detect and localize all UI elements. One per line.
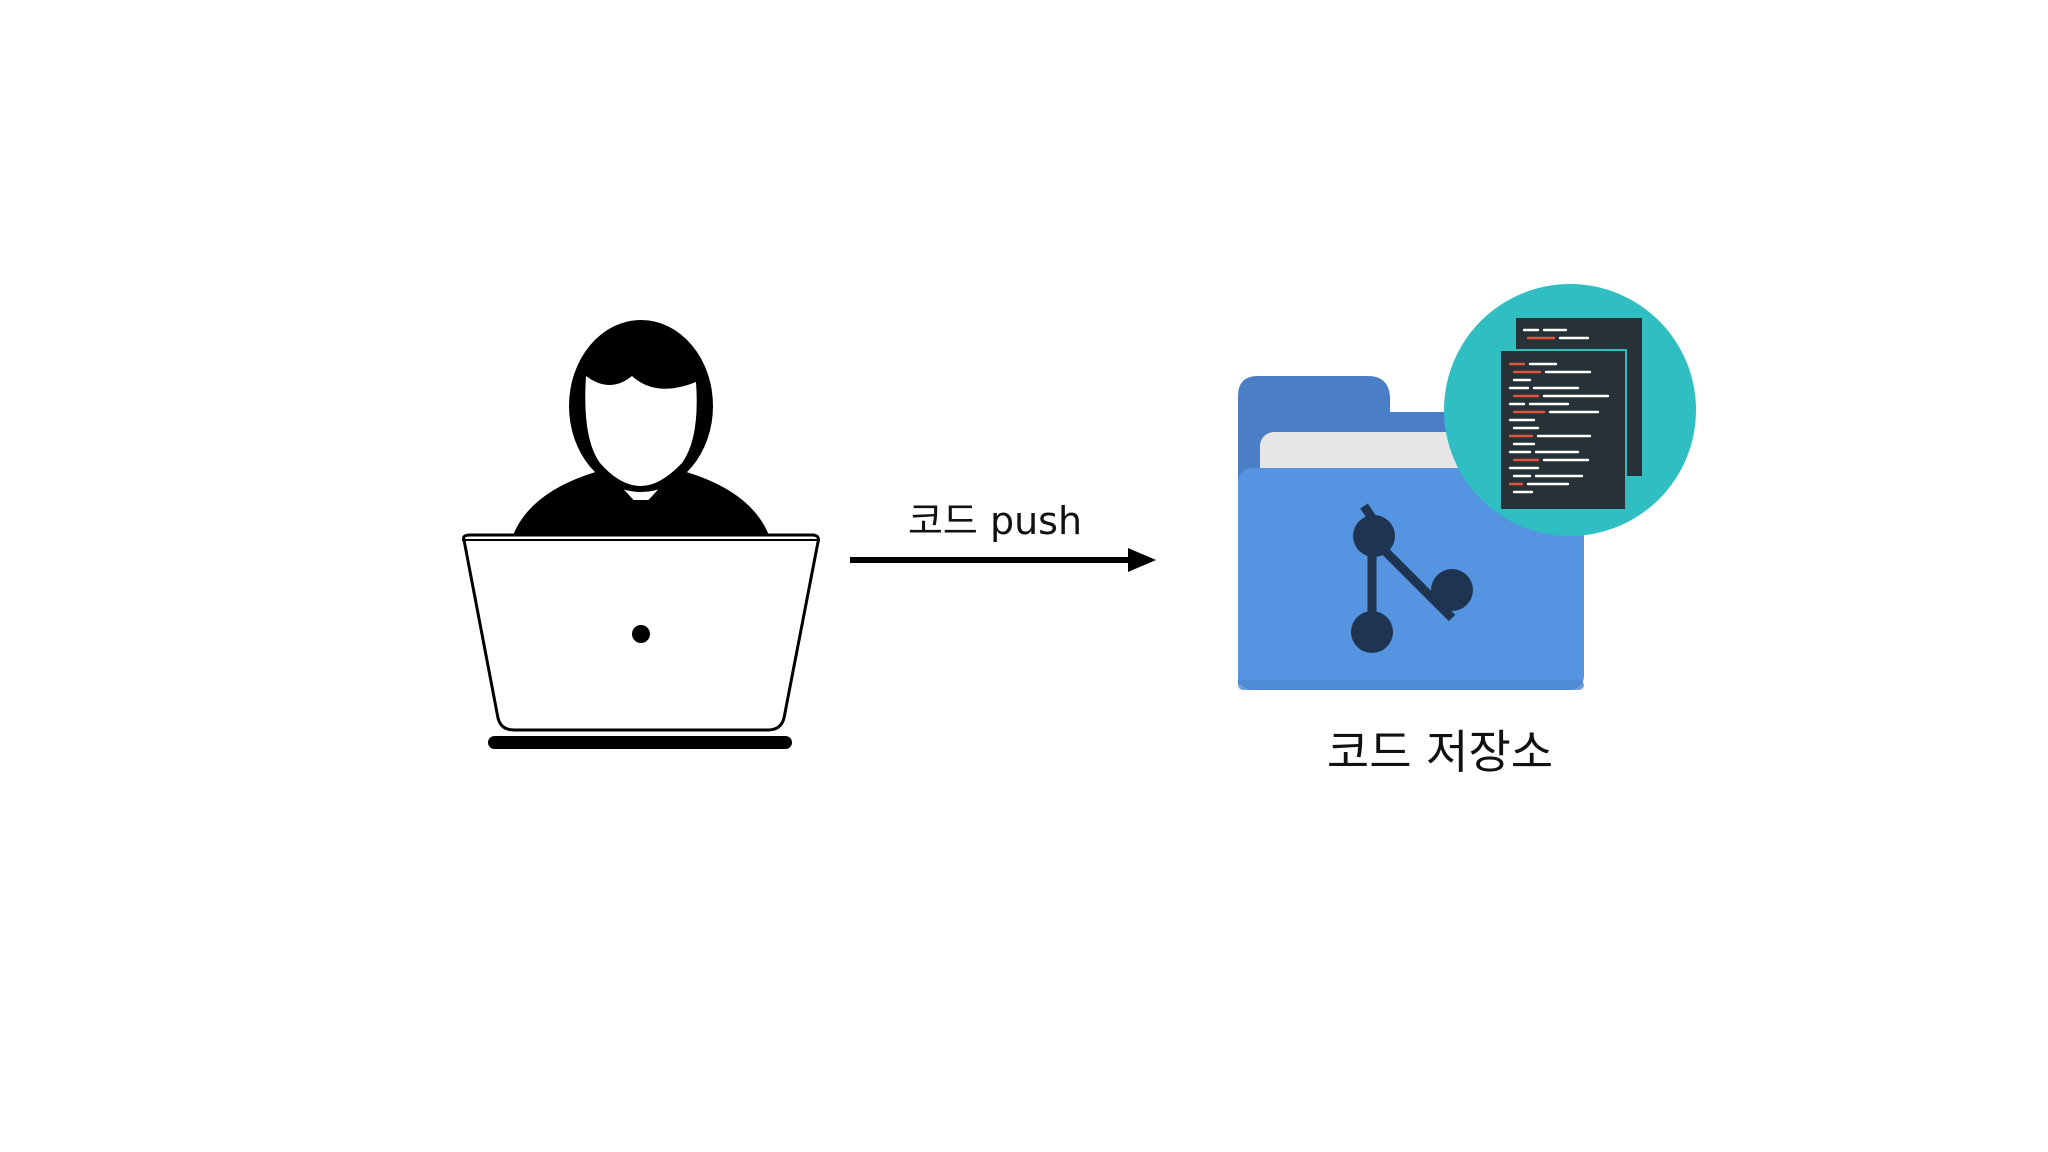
git-branch-glyph bbox=[1351, 503, 1473, 653]
edge-label-push: 코드 push bbox=[907, 499, 1083, 543]
laptop-logo bbox=[632, 625, 650, 643]
developer-laptop-icon bbox=[462, 320, 820, 749]
arrow-right-icon bbox=[850, 548, 1156, 572]
folder-back bbox=[1238, 376, 1242, 380]
push-arrow bbox=[848, 546, 1160, 574]
git-folder-icon bbox=[1238, 284, 1696, 690]
developer-laptop-node bbox=[460, 318, 822, 752]
laptop-base bbox=[488, 736, 792, 749]
code-repository-node bbox=[1238, 284, 1702, 698]
developer-face bbox=[585, 376, 697, 486]
code-document-icon bbox=[1499, 318, 1642, 511]
repository-label: 코드 저장소 bbox=[1326, 725, 1554, 779]
